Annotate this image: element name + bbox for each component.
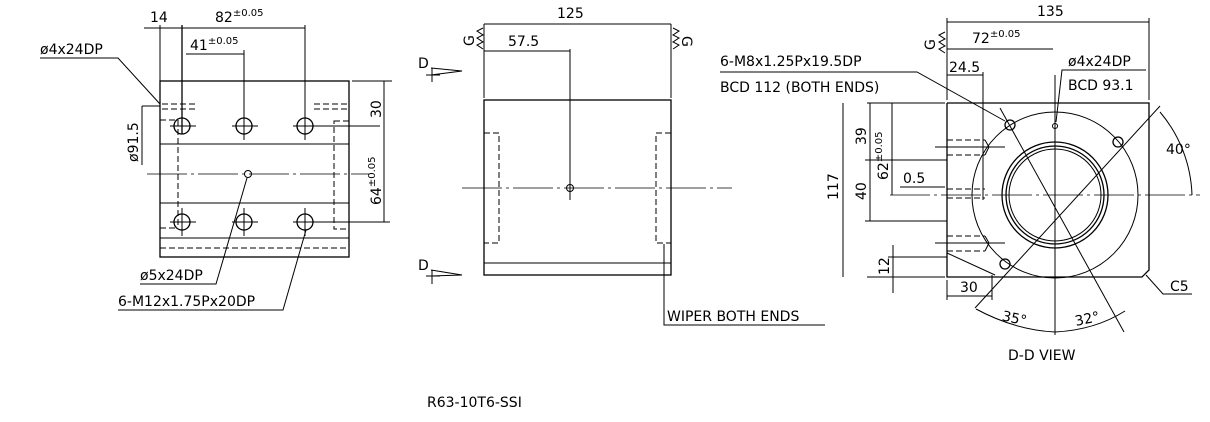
svg-text:D: D bbox=[418, 56, 429, 72]
dim-57-5: 57.5 bbox=[508, 34, 539, 50]
bolt-hole bbox=[1112, 136, 1124, 148]
dim-117: 117 bbox=[826, 173, 842, 200]
grind-symbol-right: G bbox=[672, 27, 694, 50]
angle-arc-40 bbox=[1159, 111, 1193, 196]
dim-64: 64±0.05 bbox=[367, 157, 385, 205]
dim-125: 125 bbox=[557, 6, 584, 22]
dim-40: 40 bbox=[854, 182, 870, 200]
section-marker-bottom: D bbox=[418, 258, 463, 284]
note-wiper: WIPER BOTH ENDS bbox=[667, 309, 799, 325]
svg-text:D: D bbox=[418, 258, 429, 274]
dim-72: 72±0.05 bbox=[972, 29, 1020, 47]
block-side-outline bbox=[483, 99, 672, 276]
svg-text:G: G bbox=[678, 36, 694, 47]
dim-12: 12 bbox=[877, 257, 893, 275]
note-pin: ø4x24DP bbox=[40, 42, 103, 58]
grind-symbol-left: G bbox=[462, 27, 484, 50]
view-label: D-D VIEW bbox=[1008, 348, 1076, 364]
angle-32: 32° bbox=[1074, 309, 1102, 330]
note-pin-line1: ø4x24DP bbox=[1068, 54, 1131, 70]
section-marker-top: D bbox=[418, 56, 463, 82]
dim-62: 62±0.05 bbox=[874, 132, 892, 180]
end-outline bbox=[946, 102, 1150, 278]
dim-30: 30 bbox=[960, 280, 978, 296]
dim-30: 30 bbox=[369, 100, 385, 118]
right-view: 135 72±0.05 24.5 G 6-M8x1.25Px19.5DP BCD… bbox=[720, 4, 1200, 364]
middle-view: 125 57.5 G G D D WIPER BOTH ENDS bbox=[418, 6, 825, 326]
svg-text:G: G bbox=[462, 35, 478, 46]
dim-14: 14 bbox=[150, 10, 168, 26]
dim-82: 82±0.05 bbox=[215, 8, 263, 26]
angle-35: 35° bbox=[1001, 309, 1029, 330]
left-view: 14 82±0.05 41±0.05 30 64±0.05 ø91.5 ø4x2… bbox=[40, 8, 392, 311]
bolt-hole bbox=[1004, 119, 1016, 131]
angle-40: 40° bbox=[1166, 142, 1191, 158]
drawing-title: R63-10T6-SSI bbox=[427, 395, 522, 411]
grind-symbol: G bbox=[923, 31, 946, 54]
side-tap-holes bbox=[935, 139, 1005, 252]
dim-39: 39 bbox=[854, 127, 870, 145]
tap-holes bbox=[170, 25, 390, 236]
note-taps-line2: BCD 112 (BOTH ENDS) bbox=[720, 80, 879, 96]
center-hole bbox=[244, 170, 252, 178]
pin-hole bbox=[1052, 123, 1058, 129]
note-taps-line1: 6-M8x1.25Px19.5DP bbox=[720, 54, 862, 70]
dim-phi91-5: ø91.5 bbox=[126, 122, 142, 162]
bolt-hole bbox=[999, 258, 1011, 270]
block-outline bbox=[159, 80, 350, 258]
dim-0-5: 0.5 bbox=[903, 171, 925, 187]
dim-41: 41±0.05 bbox=[190, 36, 238, 54]
dim-24-5: 24.5 bbox=[949, 60, 980, 76]
dim-135: 135 bbox=[1037, 4, 1064, 20]
note-pin-line2: BCD 93.1 bbox=[1068, 78, 1134, 94]
note-taps: 6-M12x1.75Px20DP bbox=[118, 294, 255, 310]
note-center-hole: ø5x24DP bbox=[140, 268, 203, 284]
angle-arc-bottom bbox=[975, 308, 1126, 333]
svg-text:G: G bbox=[923, 39, 939, 50]
chamfer-label: C5 bbox=[1170, 279, 1189, 295]
